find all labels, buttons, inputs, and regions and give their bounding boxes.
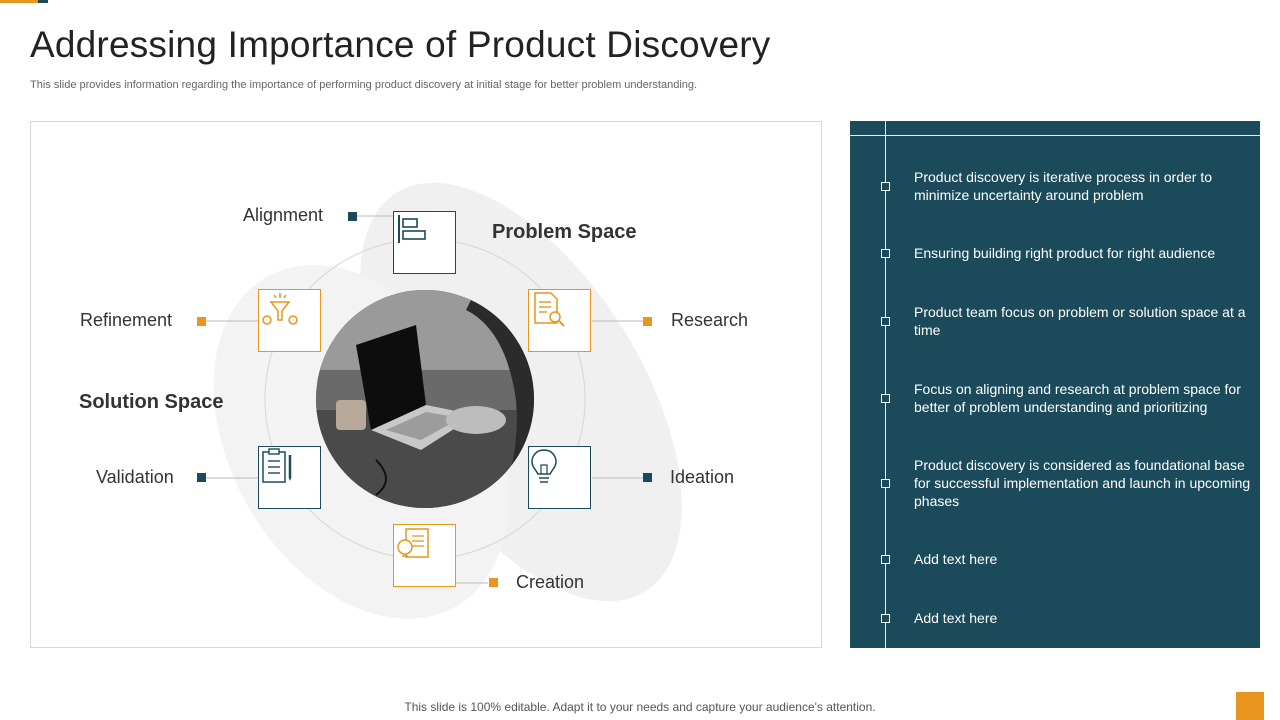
problem-space-label: Problem Space [492, 221, 637, 243]
stage-label-alignment: Alignment [243, 205, 324, 225]
info-item-text: Add text here [914, 551, 998, 567]
refinement-dot [197, 317, 206, 326]
top-accent-bar [0, 0, 38, 3]
diagram-panel: Alignment Problem Space Refinement Resea… [30, 121, 822, 648]
solution-space-label: Solution Space [79, 391, 224, 413]
stage-label-research: Research [671, 310, 749, 330]
bullet-marker [881, 555, 890, 564]
idea-document-icon [397, 528, 429, 558]
bullet-marker [881, 479, 890, 488]
panel-top-divider [850, 135, 1260, 136]
bullet-marker [881, 182, 890, 191]
top-accent-bar-dark [38, 0, 48, 3]
ideation-dot [643, 473, 652, 482]
document-search-icon [534, 292, 565, 327]
page-title: Addressing Importance of Product Discove… [30, 24, 771, 65]
info-item-text: Product discovery is iterative process i… [914, 169, 1213, 203]
funnel-gears-icon [262, 293, 298, 325]
creation-dot [489, 578, 498, 587]
page-subtitle: This slide provides information regardin… [30, 79, 698, 91]
center-photo-laptop [316, 290, 534, 508]
ideation-icon-box [528, 446, 591, 509]
info-item-text: Product discovery is considered as found… [914, 457, 1251, 509]
stage-label-creation: Creation [516, 572, 585, 592]
stage-label-refinement: Refinement [80, 310, 173, 330]
validation-icon-box [258, 446, 321, 509]
bullet-marker [881, 249, 890, 258]
alignment-dot [348, 212, 357, 221]
research-icon-box [528, 289, 591, 352]
research-dot [643, 317, 652, 326]
info-item-text: Add text here [914, 610, 998, 626]
info-item-text: Ensuring building right product for righ… [914, 245, 1216, 261]
bullet-marker [881, 394, 890, 403]
corner-accent-box [1236, 692, 1264, 720]
clipboard-checklist-icon [262, 448, 292, 483]
bullet-marker [881, 614, 890, 623]
timeline-vertical-line [885, 121, 886, 648]
info-item-text: Focus on aligning and research at proble… [914, 381, 1241, 415]
lightbulb-icon [531, 449, 557, 483]
info-panel: Product discovery is iterative process i… [850, 121, 1260, 648]
creation-icon-box [393, 524, 456, 587]
refinement-icon-box [258, 289, 321, 352]
stage-label-ideation: Ideation [670, 467, 735, 487]
align-left-icon [398, 215, 426, 243]
alignment-icon-box [393, 211, 456, 274]
info-item-text: Product team focus on problem or solutio… [914, 304, 1246, 338]
stage-label-validation: Validation [96, 467, 174, 487]
bullet-marker [881, 317, 890, 326]
footer-note: This slide is 100% editable. Adapt it to… [404, 700, 876, 714]
validation-dot [197, 473, 206, 482]
